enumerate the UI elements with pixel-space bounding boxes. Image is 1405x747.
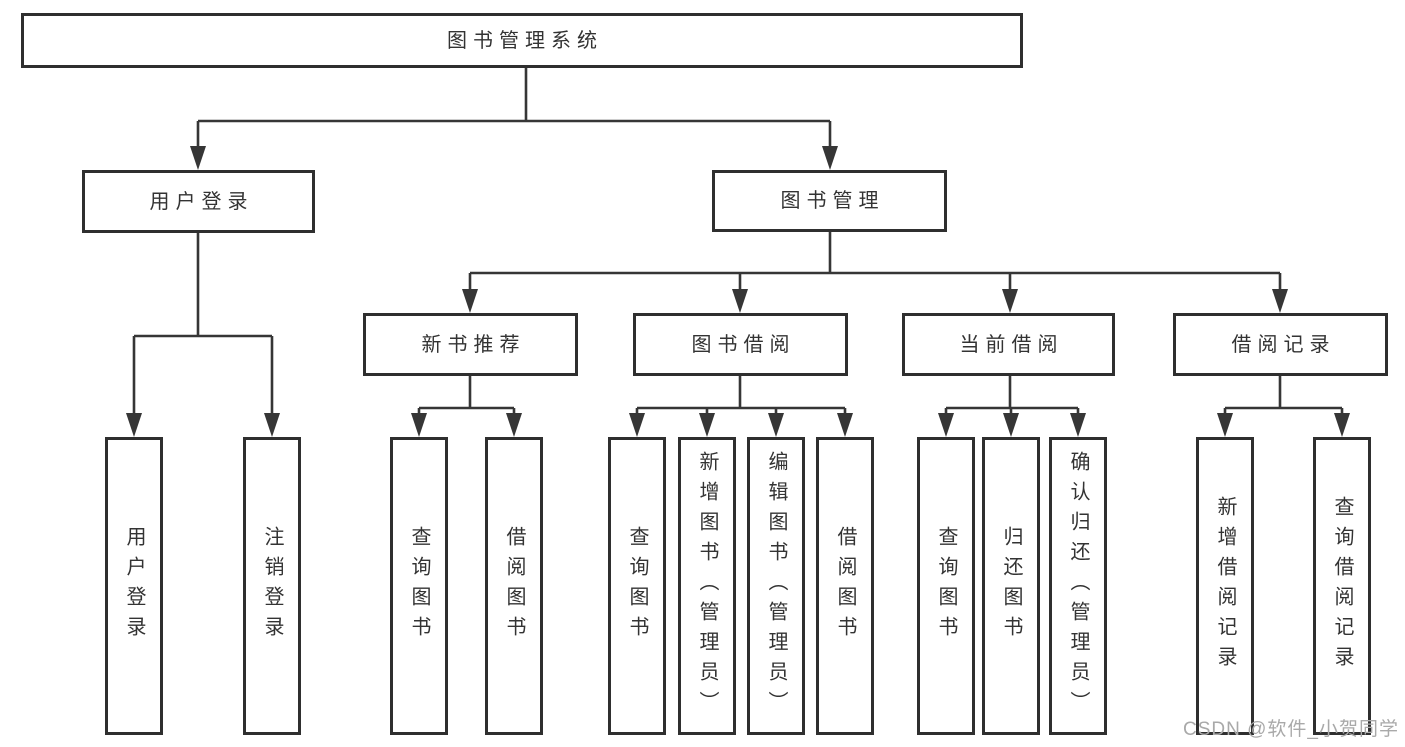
node-book-borrow-label: 图书借阅 xyxy=(691,333,796,356)
csdn-watermark: CSDN @软件_小贺同学 xyxy=(1183,719,1399,740)
node-borrow-records: 借阅记录 xyxy=(1173,313,1388,376)
leaf-add-borrow-record-label: 新增借阅记录 xyxy=(1214,496,1236,676)
leaf-query-borrow-record-label: 查询借阅记录 xyxy=(1331,496,1353,676)
leaf-return-books-label: 归还图书 xyxy=(1000,526,1022,646)
leaf-add-borrow-record: 新增借阅记录 xyxy=(1196,437,1254,735)
node-new-book-recommend: 新书推荐 xyxy=(363,313,578,376)
leaf-query-books-2: 查询图书 xyxy=(608,437,666,735)
leaf-logout: 注销登录 xyxy=(243,437,301,735)
leaf-borrow-books-2: 借阅图书 xyxy=(816,437,874,735)
leaf-user-login-label: 用户登录 xyxy=(123,526,145,646)
leaf-logout-label: 注销登录 xyxy=(261,526,283,646)
node-book-management: 图书管理 xyxy=(712,170,947,232)
leaf-borrow-books-1: 借阅图书 xyxy=(485,437,543,735)
leaf-add-books-admin-label: 新增图书（管理员） xyxy=(696,451,718,721)
arrowheads xyxy=(126,146,1350,437)
node-book-borrow: 图书借阅 xyxy=(633,313,848,376)
leaf-query-books-1: 查询图书 xyxy=(390,437,448,735)
leaf-return-books: 归还图书 xyxy=(982,437,1040,735)
leaf-user-login: 用户登录 xyxy=(105,437,163,735)
leaf-query-books-1-label: 查询图书 xyxy=(408,526,430,646)
leaf-add-books-admin: 新增图书（管理员） xyxy=(678,437,736,735)
node-root: 图书管理系统 xyxy=(21,13,1023,68)
leaf-edit-books-admin-label: 编辑图书（管理员） xyxy=(765,451,787,721)
node-current-borrow: 当前借阅 xyxy=(902,313,1115,376)
node-root-label: 图书管理系统 xyxy=(447,29,603,52)
leaf-edit-books-admin: 编辑图书（管理员） xyxy=(747,437,805,735)
node-current-borrow-label: 当前借阅 xyxy=(959,333,1064,356)
leaf-query-books-3: 查询图书 xyxy=(917,437,975,735)
leaf-query-books-3-label: 查询图书 xyxy=(935,526,957,646)
leaf-query-books-2-label: 查询图书 xyxy=(626,526,648,646)
node-user-login-label: 用户登录 xyxy=(149,190,254,213)
leaf-confirm-return-admin: 确认归还（管理员） xyxy=(1049,437,1107,735)
node-book-management-label: 图书管理 xyxy=(780,190,885,212)
leaf-confirm-return-admin-label: 确认归还（管理员） xyxy=(1067,451,1089,721)
leaf-borrow-books-1-label: 借阅图书 xyxy=(503,526,525,646)
leaf-query-borrow-record: 查询借阅记录 xyxy=(1313,437,1371,735)
node-user-login: 用户登录 xyxy=(82,170,315,233)
node-borrow-records-label: 借阅记录 xyxy=(1231,333,1336,356)
leaf-borrow-books-2-label: 借阅图书 xyxy=(834,526,856,646)
node-new-book-recommend-label: 新书推荐 xyxy=(421,333,526,356)
